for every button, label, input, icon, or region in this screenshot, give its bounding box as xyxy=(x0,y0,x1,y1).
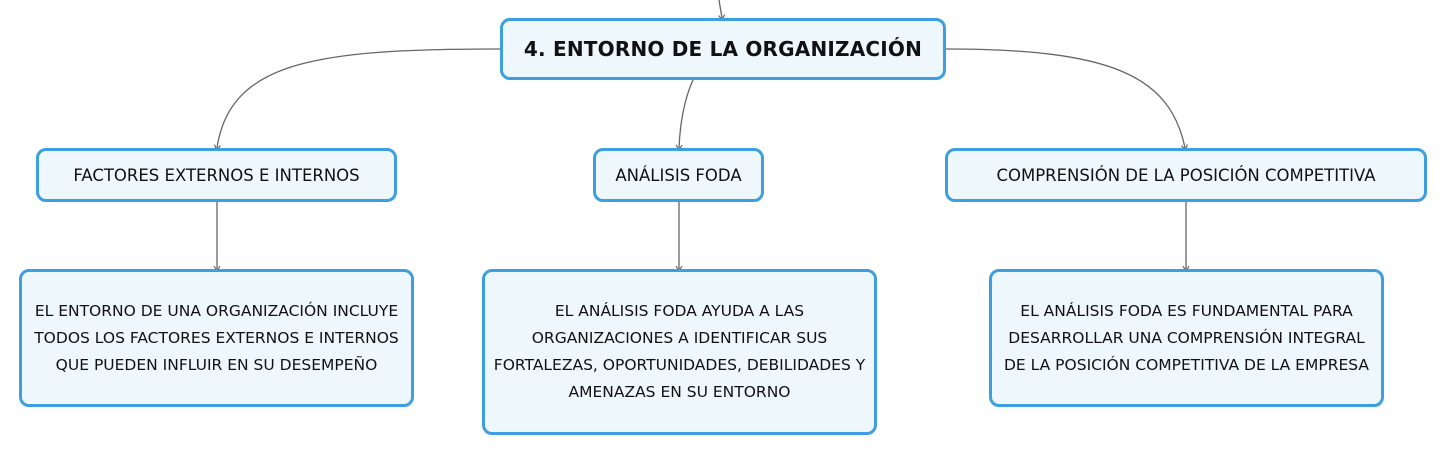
detail-factores-externos-internos[interactable]: EL ENTORNO DE UNA ORGANIZACIÓN INCLUYE T… xyxy=(19,269,414,407)
subtopic-analisis-foda[interactable]: ANÁLISIS FODA xyxy=(593,148,764,202)
connector-root-to-branch-2 xyxy=(675,79,694,152)
root-topic-label: 4. ENTORNO DE LA ORGANIZACIÓN xyxy=(523,37,923,61)
subtopic-posicion-competitiva[interactable]: COMPRENSIÓN DE LA POSICIÓN COMPETITIVA xyxy=(945,148,1427,202)
connector-root-to-branch-3 xyxy=(945,48,1188,152)
connector-parent-to-root xyxy=(718,0,726,22)
connector-root-to-branch-1 xyxy=(213,48,501,152)
detail-text: EL ENTORNO DE UNA ORGANIZACIÓN INCLUYE T… xyxy=(34,301,399,374)
subtopic-label: ANÁLISIS FODA xyxy=(615,165,742,185)
subtopic-factores-externos-internos[interactable]: FACTORES EXTERNOS E INTERNOS xyxy=(36,148,397,202)
detail-text: EL ANÁLISIS FODA ES FUNDAMENTAL PARA DES… xyxy=(1004,301,1369,374)
detail-posicion-competitiva[interactable]: EL ANÁLISIS FODA ES FUNDAMENTAL PARA DES… xyxy=(989,269,1384,407)
root-topic[interactable]: 4. ENTORNO DE LA ORGANIZACIÓN xyxy=(500,18,946,80)
detail-analisis-foda[interactable]: EL ANÁLISIS FODA AYUDA A LAS ORGANIZACIO… xyxy=(482,269,877,435)
detail-text: EL ANÁLISIS FODA AYUDA A LAS ORGANIZACIO… xyxy=(493,302,866,401)
subtopic-label: FACTORES EXTERNOS E INTERNOS xyxy=(73,165,360,185)
subtopic-label: COMPRENSIÓN DE LA POSICIÓN COMPETITIVA xyxy=(996,165,1376,185)
